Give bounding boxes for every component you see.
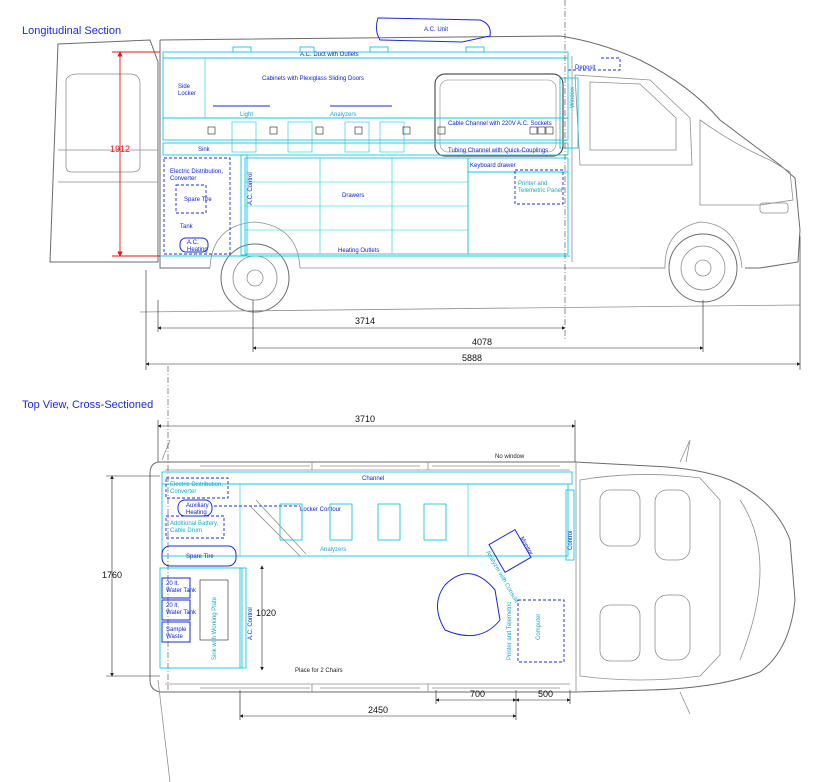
height-dimension: 1912 bbox=[110, 51, 160, 257]
printer-telemetric-label: Printer and Telemetric bbox=[507, 602, 513, 660]
spare-tire-top-label: Spare Tire bbox=[186, 554, 214, 560]
elec-distribution-side-label: Electric Distribution,Converter bbox=[170, 169, 223, 182]
overall-length-label: 5888 bbox=[462, 353, 482, 363]
tubing-channel-label: Tubing Channel with Quick-Couplings bbox=[448, 148, 548, 154]
locker-contour-label: Locker Contour bbox=[300, 507, 341, 513]
tank-label: Tank bbox=[180, 224, 194, 230]
deposit-label: Deposit bbox=[575, 65, 596, 71]
section-view-title: Longitudinal Section bbox=[22, 25, 121, 37]
light-label: Light bbox=[240, 112, 253, 118]
spare-tire-side-label: Spare Tire bbox=[184, 197, 212, 203]
wheelbase-label: 4078 bbox=[472, 337, 492, 347]
water-tank-2-label: 20 lt.Water Tank bbox=[166, 603, 197, 616]
ac-unit: A.C. Unit bbox=[375, 17, 491, 43]
ac-unit-label: A.C. Unit bbox=[424, 27, 448, 33]
ac-control-side-label: A.C. Control bbox=[248, 172, 254, 205]
top-dimensions: 3710 1760 1020 2450 700 500 bbox=[102, 366, 576, 720]
computer-label: Computer bbox=[536, 614, 542, 640]
sink-plate-label: Sink with Working Plate bbox=[212, 596, 218, 660]
ac-control-top-label: A.C. Control bbox=[248, 607, 254, 640]
top-interior-length-label: 3710 bbox=[355, 414, 375, 424]
height-dimension-label: 1912 bbox=[110, 144, 130, 154]
channel-label: Channel bbox=[362, 476, 384, 482]
dim-700-label: 700 bbox=[470, 689, 485, 699]
window-label: Window bbox=[570, 86, 576, 108]
ac-heating-label: A.C.Heating bbox=[187, 240, 208, 253]
cabinets-label: Cabinets with Plexiglass Sliding Doors bbox=[262, 76, 364, 82]
elec-distribution-top-label: Electric Distribution,Converter bbox=[170, 482, 223, 495]
analyzer-console-label: Analyzer with Console bbox=[484, 550, 519, 605]
dim-2450-label: 2450 bbox=[368, 705, 388, 715]
top-vehicle-outline bbox=[149, 439, 796, 782]
drawers-label: Drawers bbox=[342, 193, 364, 199]
analyzers-top-label: Analyzers bbox=[320, 547, 346, 553]
top-view-title: Top View, Cross-Sectioned bbox=[22, 399, 153, 411]
width-label: 1760 bbox=[102, 570, 122, 580]
place-chairs-label: Place for 2 Chairs bbox=[295, 668, 343, 674]
analyzers-side-label: Analyzers bbox=[330, 112, 356, 118]
top-interior-equipment: Channel No window Control Electric Distr… bbox=[159, 454, 575, 674]
side-dimensions: 3714 4078 5888 bbox=[145, 0, 801, 370]
no-window-label: No window bbox=[495, 454, 525, 460]
dim-500-label: 500 bbox=[538, 689, 553, 699]
monitor-label: Monitor bbox=[518, 536, 533, 556]
side-vehicle-outline bbox=[49, 35, 801, 313]
control-top-label: Control bbox=[568, 531, 574, 550]
ac-duct-label: A.C. Duct with Outlets bbox=[300, 52, 359, 58]
interior-length-label: 3714 bbox=[355, 316, 375, 326]
cable-channel-label: Cable Channel with 220V A.C. Sockets bbox=[448, 121, 552, 127]
heating-outlets-label: Heating Outlets bbox=[338, 248, 379, 254]
sink-label: Sink bbox=[198, 147, 211, 153]
add-battery-label: Additional Battery,Cable Drum bbox=[170, 521, 219, 534]
dim-1020-label: 1020 bbox=[256, 608, 276, 618]
keyboard-drawer-label: Keyboard drawer bbox=[470, 163, 516, 169]
water-tank-1-label: 20 lt.Water Tank bbox=[166, 581, 197, 594]
